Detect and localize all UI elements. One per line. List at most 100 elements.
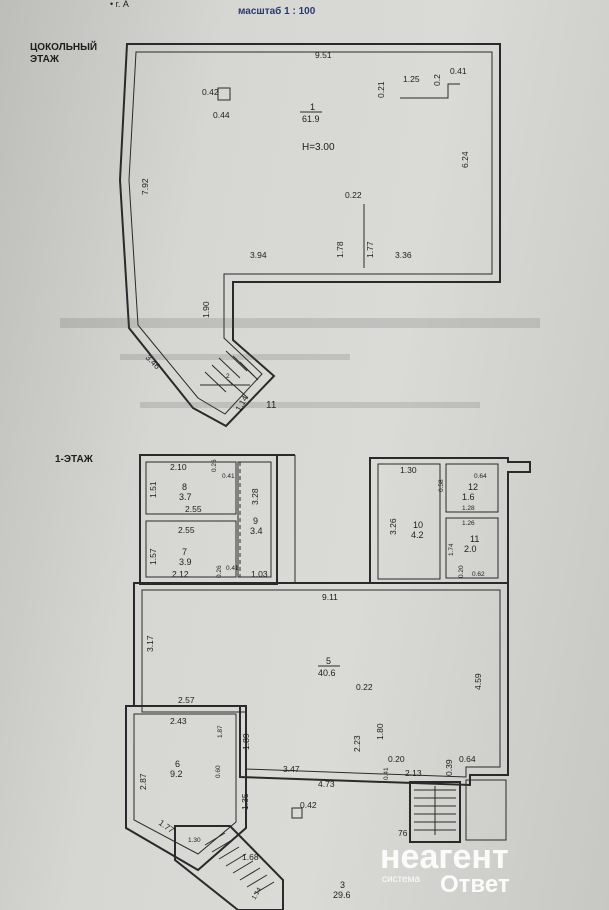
room-8-box — [145, 461, 237, 515]
dim-126: 1.26 — [462, 520, 475, 527]
dim-064b: 0.64 — [459, 754, 476, 764]
first-floor-title: 1-ЭТАЖ — [55, 454, 94, 465]
dim-041c: 0.41 — [383, 767, 390, 780]
dim-060: 0.60 — [215, 765, 222, 778]
dim-177: 1.77 — [157, 817, 177, 835]
basement-inner-wall — [128, 51, 493, 415]
room-6-area: 9.2 — [170, 769, 183, 779]
dim-058: 0.58 — [438, 479, 445, 492]
room-8-area: 3.7 — [179, 492, 192, 502]
room-9-number: 9 — [253, 516, 258, 526]
room-9-area: 3.4 — [250, 526, 263, 536]
dim-128: 1.28 — [462, 505, 475, 512]
watermark-brand: неагент — [380, 838, 509, 876]
right-block-wall — [369, 457, 531, 584]
dim-257: 2.57 — [178, 695, 195, 705]
room-10-number: 10 — [413, 520, 423, 530]
dim-062: 0.62 — [472, 571, 485, 578]
dim-076: 76 — [398, 828, 408, 838]
dim-039: 0.39 — [444, 759, 454, 776]
dim-026b: 0.26 — [216, 565, 223, 578]
dim-p1: 1.78 — [335, 241, 345, 258]
dim-041b: 0.41 — [226, 565, 239, 572]
dim-center: 0.22 — [345, 190, 362, 200]
room-3-number: 3 — [340, 880, 345, 890]
dim-114: 1.14 — [251, 886, 264, 901]
bottom-stair-wall — [174, 825, 284, 910]
dim-064: 0.64 — [474, 473, 487, 480]
dim-wall-right: 6.24 — [460, 151, 470, 168]
basement-outer-wall — [118, 43, 501, 428]
room-12-area: 1.6 — [462, 492, 475, 502]
dim-020b: 0.20 — [388, 754, 405, 764]
entrance-stairs — [414, 786, 456, 835]
dim-328: 3.28 — [250, 488, 260, 505]
dim-130b: 1.30 — [188, 837, 201, 844]
dim-right-c: 0.2 — [432, 74, 442, 86]
dim-473: 4.73 — [318, 779, 335, 789]
dim-255a: 2.55 — [185, 504, 202, 514]
left-block-wall — [139, 454, 278, 585]
dim-wall-left: 7.92 — [140, 178, 150, 195]
bottom-stairs — [204, 832, 275, 895]
column-square-2 — [291, 807, 303, 819]
dim-189: 1.89 — [241, 733, 251, 750]
dim-243: 2.43 — [170, 716, 187, 726]
top-fragment: • г. А — [110, 0, 129, 9]
dim-col1: 0.42 — [202, 87, 219, 97]
dim-right-a: 0.21 — [376, 81, 386, 98]
room-7-area: 3.9 — [179, 557, 192, 567]
show-through — [60, 318, 540, 408]
dim-347: 3.47 — [283, 764, 300, 774]
room-3-area: 29.6 — [333, 890, 351, 900]
dim-022: 0.22 — [356, 682, 373, 692]
dim-026a: 0.26 — [211, 459, 218, 472]
dim-317: 3.17 — [145, 635, 155, 652]
dim-135: 1.35 — [240, 793, 250, 810]
dim-col2: 0.44 — [213, 110, 230, 120]
dim-187: 1.87 — [217, 725, 224, 738]
first-floor-plan: 1-ЭТАЖ — [55, 454, 531, 910]
dim-213: 2.13 — [405, 768, 422, 778]
dim-top: 9.51 — [315, 50, 332, 60]
dim-326: 3.26 — [388, 518, 398, 535]
dim-130: 1.30 — [400, 465, 417, 475]
dim-212: 2.12 — [172, 569, 189, 579]
room-5-number: 5 — [326, 656, 331, 666]
dim-103: 1.03 — [251, 569, 268, 579]
entrance-stair-box — [409, 781, 461, 843]
dim-041a: 0.41 — [222, 473, 235, 480]
basement-title: ЦОКОЛЬНЫЙ — [30, 40, 97, 53]
room-5-area: 40.6 — [318, 668, 336, 678]
dim-255b: 2.55 — [178, 525, 195, 535]
room-height: H=3.00 — [302, 142, 335, 153]
room-9-box — [237, 461, 272, 578]
dim-151: 1.51 — [148, 481, 158, 498]
dim-corridor: 1.90 — [201, 301, 211, 318]
dim-bottom-right: 3.36 — [395, 250, 412, 260]
wall-niche — [400, 83, 460, 99]
room-12-number: 12 — [468, 482, 478, 492]
watermark-sub2: Ответ — [440, 871, 510, 898]
room-6-number: 6 — [175, 759, 180, 769]
scale-label: масштаб 1 : 100 — [238, 5, 316, 17]
watermark: неагент система Ответ — [380, 838, 510, 898]
room-7-box — [145, 520, 237, 578]
dim-180: 1.80 — [375, 723, 385, 740]
main-hall-wall — [133, 582, 509, 787]
stair-number: 2 — [226, 373, 230, 380]
room-10-area: 4.2 — [411, 530, 424, 540]
room-10-box — [377, 463, 441, 580]
dim-174: 1.74 — [448, 543, 455, 556]
dim-right-b: 1.25 — [403, 74, 420, 84]
main-hall-inner — [141, 589, 501, 778]
room-area: 61.9 — [302, 114, 320, 124]
room-11-number: 11 — [470, 534, 479, 544]
dim-042: 0.42 — [300, 800, 317, 810]
dim-p2: 1.77 — [365, 241, 375, 258]
dim-020: 0.20 — [458, 565, 465, 578]
room-7-number: 7 — [182, 547, 187, 557]
room-11-area: 2.0 — [464, 544, 477, 554]
